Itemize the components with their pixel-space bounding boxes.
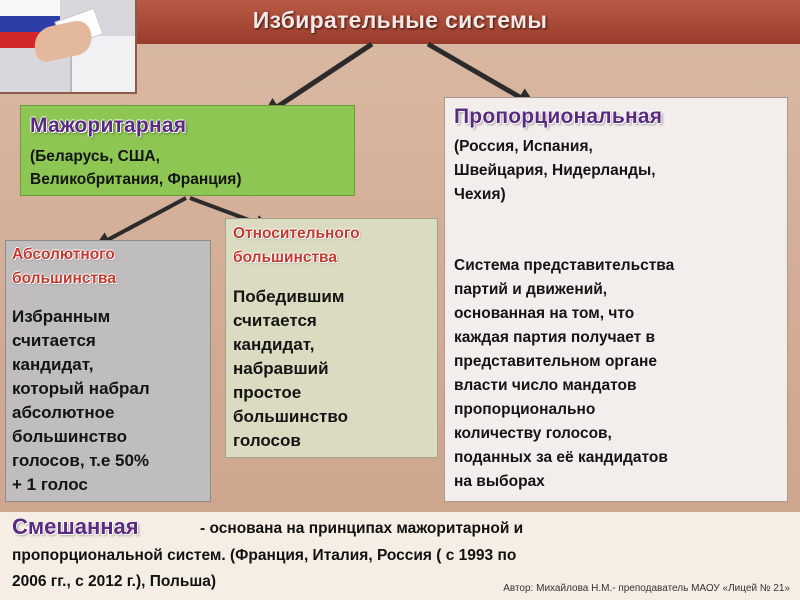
proportional-desc-6: власти число мандатов <box>454 377 637 394</box>
arrow-to-proportional <box>426 41 537 108</box>
proportional-desc-3: основанная на том, что <box>454 305 635 322</box>
mixed-system-box <box>0 512 800 600</box>
arrow-to-absolute <box>94 196 187 248</box>
majoritarian-line-2: Великобритания, Франция) <box>30 171 242 188</box>
relative-line-5: простое <box>233 383 302 402</box>
proportional-desc-4: каждая партия получает в <box>454 329 656 346</box>
proportional-desc-10: на выборах <box>454 473 545 490</box>
absolute-line-5: абсолютное <box>12 403 115 422</box>
absolute-line-7: голосов, т.е 50% <box>12 451 150 470</box>
absolute-majority-box <box>5 240 211 502</box>
relative-heading-2: большинства <box>233 249 337 266</box>
absolute-heading-2: большинства <box>12 270 116 287</box>
mixed-line-3: 2006 гг., с 2012 г.), Польша) <box>12 573 217 590</box>
majoritarian-heading: Мажоритарная <box>30 114 187 137</box>
proportional-country-1: (Россия, Испания, <box>454 138 593 155</box>
mixed-heading: Смешанная <box>12 514 139 539</box>
absolute-line-1: Избранным <box>12 307 111 326</box>
absolute-heading-1: Абсолютного <box>12 246 115 263</box>
relative-line-1: Победившим <box>233 287 345 306</box>
relative-line-4: набравший <box>233 359 329 378</box>
proportional-box <box>444 97 788 502</box>
mixed-line-2: пропорциональной систем. (Франция, Итали… <box>12 547 517 564</box>
proportional-desc-8: количеству голосов, <box>454 425 612 442</box>
proportional-country-3: Чехия) <box>454 186 506 203</box>
majoritarian-line-1: (Беларусь, США, <box>30 148 160 165</box>
flag-white-stripe <box>0 0 60 16</box>
proportional-desc-7: пропорционально <box>454 401 596 418</box>
relative-line-6: большинство <box>233 407 348 426</box>
author-credit: Автор: Михайлова Н.М.- преподаватель МАО… <box>503 583 790 594</box>
proportional-country-2: Швейцария, Нидерланды, <box>454 162 656 179</box>
relative-heading-1: Относительного <box>233 225 360 242</box>
absolute-line-3: кандидат, <box>12 355 94 374</box>
absolute-line-6: большинство <box>12 427 127 446</box>
majoritarian-box <box>20 105 355 196</box>
absolute-line-8: + 1 голос <box>12 475 88 494</box>
proportional-desc-1: Система представительства <box>454 257 675 274</box>
arrow-to-majoritarian <box>261 41 374 118</box>
proportional-desc-2: партий и движений, <box>454 281 608 298</box>
absolute-line-4: который набрал <box>12 379 150 398</box>
relative-line-3: кандидат, <box>233 335 315 354</box>
relative-line-7: голосов <box>233 431 301 450</box>
relative-majority-box <box>225 218 438 458</box>
proportional-desc-9: поданных за её кандидатов <box>454 449 668 466</box>
voting-photo <box>0 0 137 94</box>
mixed-line-1: - основана на принципах мажоритарной и <box>200 520 524 537</box>
relative-line-2: считается <box>233 311 317 330</box>
proportional-heading: Пропорциональная <box>454 105 663 128</box>
slide-title: Избирательные системы <box>252 7 548 33</box>
absolute-line-2: считается <box>12 331 96 350</box>
proportional-desc-5: представительном органе <box>454 353 657 370</box>
